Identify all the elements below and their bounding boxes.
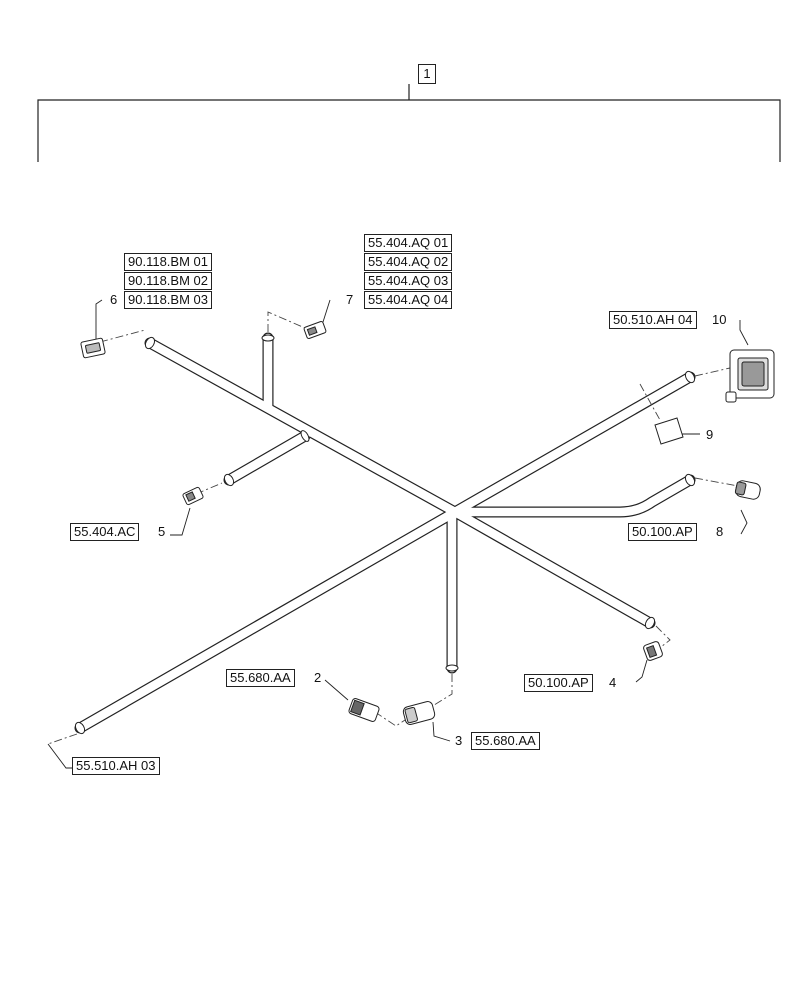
harness-tubes [74, 332, 696, 735]
connector-6 [80, 337, 106, 359]
label-9 [654, 417, 684, 445]
connector-10 [725, 349, 775, 403]
callout-2: 2 [314, 670, 322, 685]
assembly-bracket [37, 99, 781, 162]
callout-6: 6 [110, 292, 118, 307]
callout-4: 4 [609, 675, 617, 690]
ref-box-10[interactable]: 50.510.AH 04 [609, 311, 697, 329]
callout-8: 8 [716, 524, 724, 539]
callout-10: 10 [712, 312, 727, 327]
ref-box-7-2[interactable]: 55.404.AQ 02 [364, 253, 453, 271]
connector-7 [303, 321, 327, 339]
connector-8 [734, 480, 761, 500]
callout-3: 3 [455, 733, 463, 748]
assembly-item-number: 1 [418, 64, 436, 84]
connector-4 [643, 641, 663, 661]
ref-box-3[interactable]: 55.680.AA [471, 732, 540, 750]
callout-7: 7 [346, 292, 354, 307]
callout-5: 5 [158, 524, 166, 539]
ref-box-harness-end[interactable]: 55.510.AH 03 [72, 757, 160, 775]
ref-box-6-1[interactable]: 90.118.BM 01 [124, 253, 212, 271]
ref-box-2[interactable]: 55.680.AA [226, 669, 295, 687]
ref-box-6-2[interactable]: 90.118.BM 02 [124, 272, 212, 290]
ref-box-8[interactable]: 50.100.AP [628, 523, 697, 541]
ref-box-7-3[interactable]: 55.404.AQ 03 [364, 272, 453, 290]
ref-box-7-4[interactable]: 55.404.AQ 04 [364, 291, 453, 309]
connector-3 [402, 701, 436, 725]
connector-5 [182, 486, 204, 506]
ref-box-5[interactable]: 55.404.AC [70, 523, 140, 541]
callout-9: 9 [706, 427, 714, 442]
ref-box-6-3[interactable]: 90.118.BM 03 [124, 291, 212, 309]
ref-box-4[interactable]: 50.100.AP [524, 674, 593, 692]
ref-box-7-1[interactable]: 55.404.AQ 01 [364, 234, 453, 252]
connector-2 [348, 698, 380, 722]
leader-lines [47, 299, 749, 769]
